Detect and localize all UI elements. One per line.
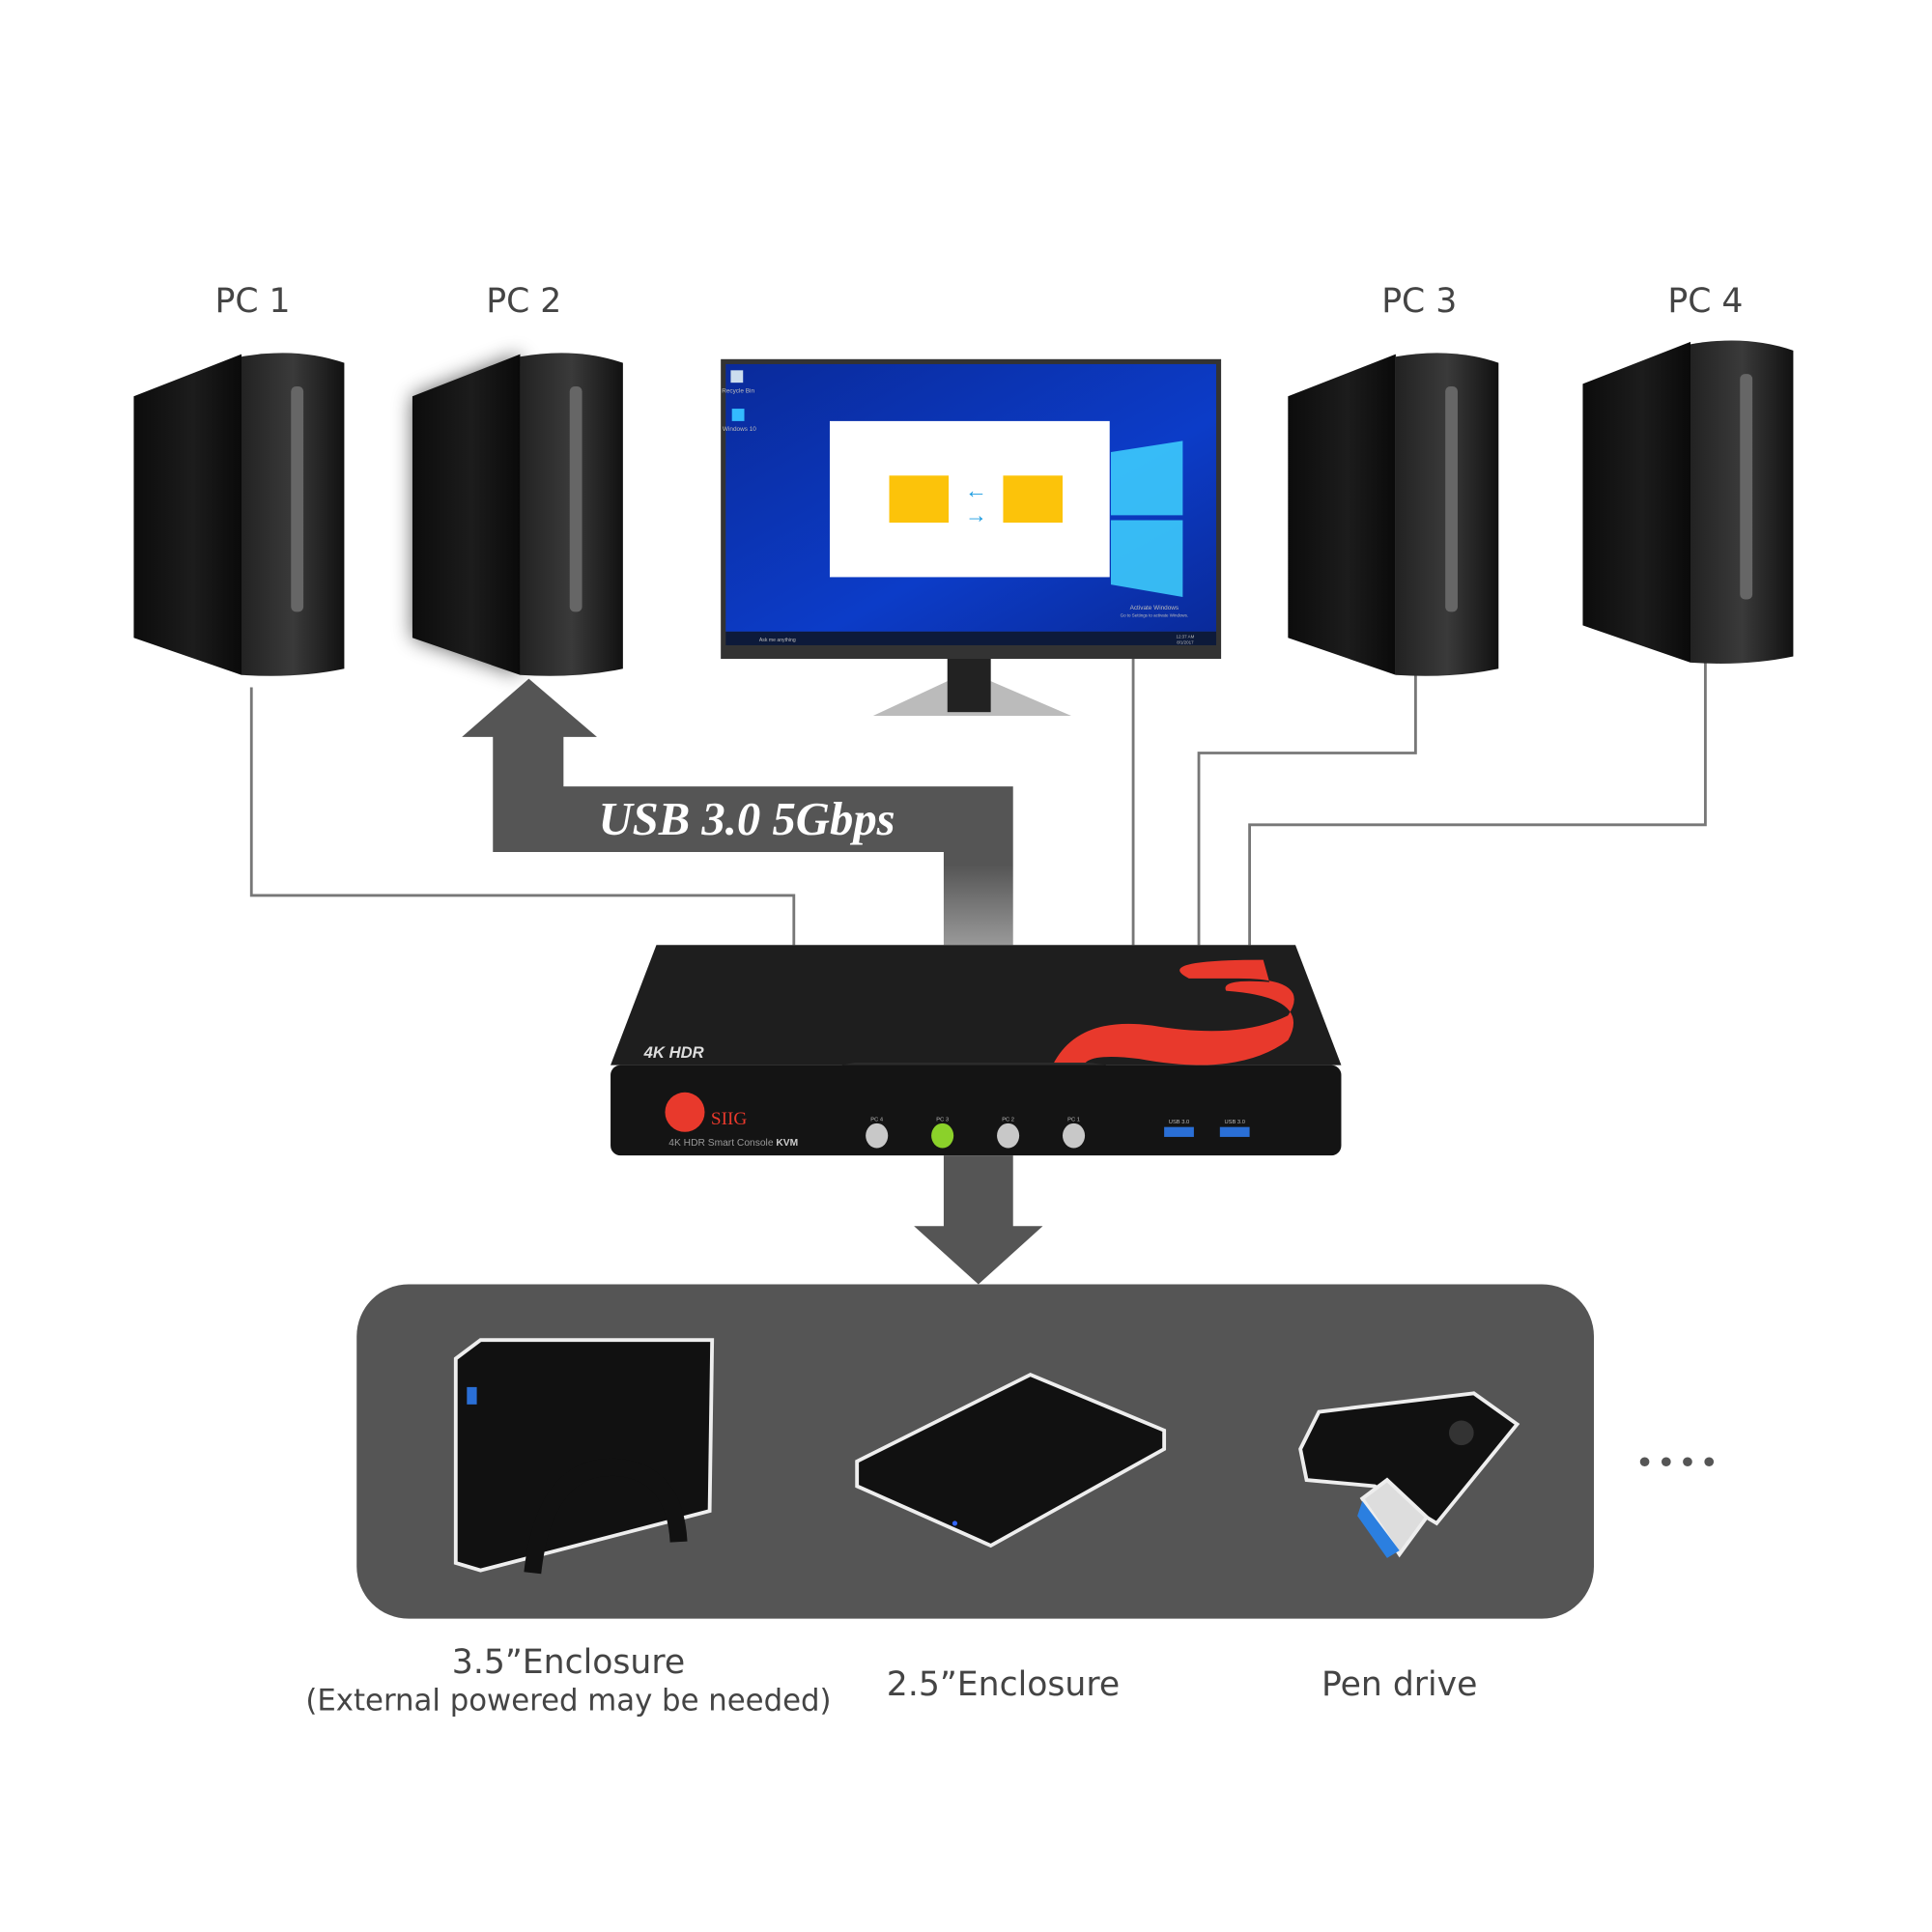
clock-time: 12:37 AM — [1176, 634, 1194, 639]
folder-icon — [1003, 475, 1063, 524]
transfer-right-arrow-icon: → — [965, 502, 987, 527]
windows-10-icon[interactable] — [731, 409, 745, 421]
kvm-port-button[interactable] — [931, 1122, 954, 1149]
windows-10-label: Windows 10 — [723, 426, 756, 433]
model-text: 4K HDR Smart Console KVM — [668, 1138, 798, 1149]
transfer-left-arrow-icon: ← — [965, 477, 987, 502]
pc3-tower[interactable] — [1288, 353, 1499, 676]
usb-link-label: USB 3.0 5Gbps — [598, 793, 895, 845]
kvm-port-button-label: PC 4 — [870, 1117, 884, 1122]
taskbar-search[interactable]: Ask me anything — [759, 638, 796, 643]
file-explorer-window[interactable] — [829, 420, 1110, 578]
kvm-port-button[interactable] — [997, 1122, 1020, 1149]
kvm-port-button-label: PC 2 — [1002, 1117, 1014, 1122]
hdd-25-enclosure[interactable] — [855, 1372, 1167, 1548]
kvm-port-button-label: PC 3 — [936, 1117, 949, 1122]
folder-icon — [889, 475, 950, 524]
pc3-cable — [1197, 674, 1417, 946]
taskbar — [725, 631, 1216, 645]
pc2-tower[interactable] — [412, 353, 623, 676]
usb-link-arrow — [462, 678, 1013, 946]
brand-name: SIIG — [711, 1109, 747, 1129]
pc2-label: PC 2 — [486, 282, 561, 321]
device-label-25: 2.5”Enclosure — [887, 1665, 1120, 1704]
more-devices-ellipsis: •••• — [1635, 1444, 1721, 1482]
usb-port[interactable] — [1219, 1126, 1250, 1137]
kvm-port-button[interactable] — [866, 1122, 889, 1149]
kvm-switch: 4K HDR SIIG 4K HDR Smart Console KVM PC … — [611, 945, 1342, 1156]
pc3-label: PC 3 — [1381, 282, 1457, 321]
activate-windows-sub: Go to Settings to activate Windows. — [1121, 612, 1189, 617]
siig-logo-icon — [665, 1092, 705, 1132]
siig-s-logo — [1052, 959, 1294, 1065]
pc4-tower[interactable] — [1582, 340, 1794, 664]
pen-drive[interactable] — [1298, 1391, 1520, 1558]
kvm-port-button-label: PC 1 — [1067, 1117, 1080, 1122]
usb-port[interactable] — [1164, 1126, 1194, 1137]
device-note-35: (External powered may be needed) — [305, 1684, 831, 1719]
kvm-port-button[interactable] — [1063, 1122, 1086, 1149]
pc1-tower[interactable] — [133, 353, 345, 676]
activate-windows-title: Activate Windows — [1130, 605, 1179, 611]
pc4-label: PC 4 — [1667, 282, 1743, 321]
pc4-cable — [1248, 662, 1707, 946]
device-label-35: 3.5”Enclosure — [452, 1643, 685, 1682]
usb-port-label: USB 3.0 — [1224, 1120, 1244, 1125]
recycle-bin-icon[interactable] — [730, 370, 744, 384]
device-label-pen-drive: Pen drive — [1321, 1665, 1477, 1704]
pc1-label: PC 1 — [215, 282, 291, 321]
recycle-bin-label: Recycle Bin — [722, 387, 754, 394]
output-arrow — [914, 1155, 1043, 1285]
hdd-35-enclosure[interactable] — [453, 1338, 715, 1575]
4k-hdr-badge: 4K HDR — [643, 1043, 704, 1062]
pc1-cable — [249, 687, 796, 946]
monitor: Recycle Bin Windows 10 ← → Activate Wind… — [721, 358, 1222, 717]
usb-port-label: USB 3.0 — [1169, 1120, 1189, 1125]
clock-date: 8/1/2017 — [1177, 640, 1194, 645]
